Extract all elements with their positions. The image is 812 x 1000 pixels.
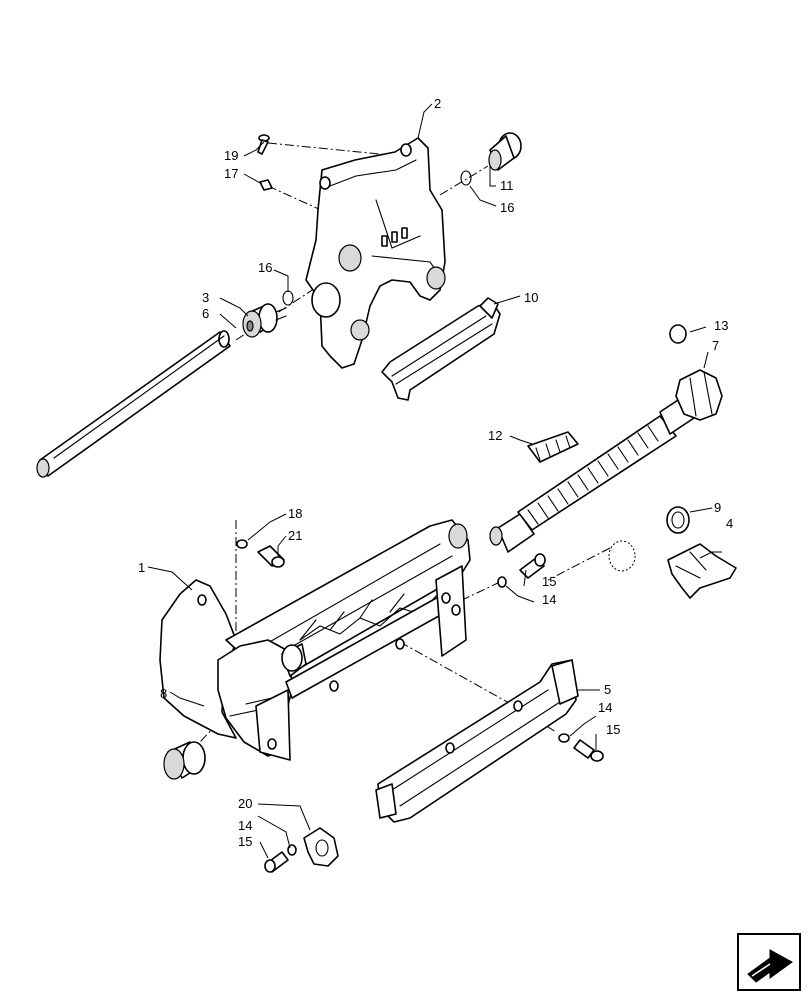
callout-20: 20 — [238, 796, 252, 811]
next-page-arrow-icon[interactable] — [737, 933, 801, 991]
part-13-oring — [669, 324, 687, 344]
callout-11: 11 — [500, 178, 514, 193]
part-12-spring-clip — [527, 431, 579, 463]
part-5-foot — [375, 659, 579, 823]
part-15-bolt-bottom — [264, 851, 289, 873]
callout-16-lower: 16 — [258, 260, 272, 275]
part-2-bracket — [305, 137, 446, 369]
part-16-circlip-lower — [282, 290, 294, 306]
callout-12: 12 — [488, 428, 502, 443]
part-1-frame — [159, 519, 471, 761]
part-11-bushing — [488, 132, 522, 171]
part-18-washer — [236, 539, 248, 549]
callout-18: 18 — [288, 506, 302, 521]
callout-5: 5 — [604, 682, 611, 697]
callout-15-right: 15 — [606, 722, 620, 737]
part-7-spindle — [489, 369, 723, 553]
part-14-washer-right — [558, 733, 570, 743]
part-17-pin — [259, 179, 273, 191]
callout-15-mid: 15 — [542, 574, 556, 589]
callout-13: 13 — [714, 318, 728, 333]
part-10-channel — [381, 297, 501, 401]
part-3-roller — [242, 303, 287, 338]
part-21-bolt — [257, 545, 285, 568]
part-9-washer — [666, 506, 690, 534]
callout-2: 2 — [434, 96, 441, 111]
callout-15-bottom: 15 — [238, 834, 252, 849]
callout-3: 3 — [202, 290, 209, 305]
lock-ring-phantom — [608, 540, 636, 572]
callout-16-upper: 16 — [500, 200, 514, 215]
callout-6: 6 — [202, 306, 209, 321]
part-20-clamp — [303, 827, 339, 867]
part-14-washer-mid — [497, 576, 507, 588]
part-6-rod — [36, 330, 231, 478]
callout-1: 1 — [138, 560, 145, 575]
callout-4: 4 — [726, 516, 733, 531]
callout-labels: 1 2 3 4 5 6 7 8 9 10 11 12 13 14 14 14 1… — [138, 96, 733, 849]
callout-17: 17 — [224, 166, 238, 181]
callout-10: 10 — [524, 290, 538, 305]
part-15-bolt-right — [573, 739, 604, 762]
part-19-screw — [257, 134, 270, 155]
callout-14-right: 14 — [598, 700, 612, 715]
callout-14-bottom: 14 — [238, 818, 252, 833]
callout-8: 8 — [160, 686, 167, 701]
part-4-latch — [667, 543, 737, 599]
part-16-circlip-upper — [460, 170, 472, 186]
callout-leaders — [147, 103, 722, 859]
spindle-thread — [527, 425, 659, 525]
callout-7: 7 — [712, 338, 719, 353]
callout-14-mid: 14 — [542, 592, 556, 607]
callout-19: 19 — [224, 148, 238, 163]
callout-9: 9 — [714, 500, 721, 515]
part-8-bumper — [163, 741, 206, 780]
callout-21: 21 — [288, 528, 302, 543]
